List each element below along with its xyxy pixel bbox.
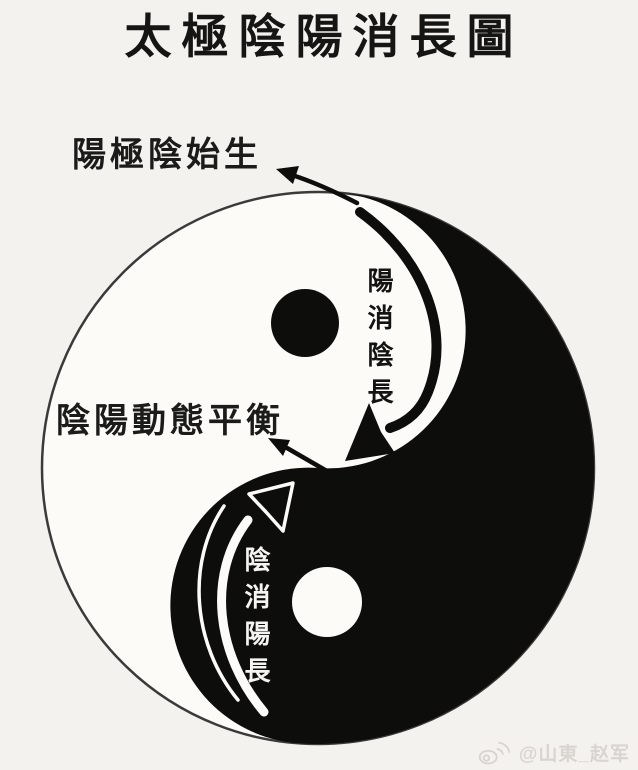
arrow-to-top-label [276, 166, 360, 206]
weibo-icon [478, 741, 511, 765]
watermark-text: @山東_赵军 [518, 744, 630, 765]
yin-seed-dot [271, 289, 339, 357]
yang-seed-dot [292, 567, 362, 637]
yin-wanes-curved-arrow [197, 481, 295, 717]
page-title: 太極陰陽消長圖 [124, 12, 524, 64]
label-yang-extreme-yin-born: 陽極陰始生 [72, 137, 262, 174]
label-yin-wanes-yang-waxes: 陰消陽長 [241, 546, 270, 694]
watermark: @山東_赵军 [478, 739, 630, 766]
yang-wanes-curved-arrow [345, 207, 442, 461]
yin-black-region [170, 192, 594, 744]
label-dynamic-balance: 陰陽動態平衡 [56, 403, 284, 440]
label-yang-wanes-yin-waxes: 陽消陰長 [364, 267, 393, 415]
arrow-to-center-label [268, 438, 335, 477]
